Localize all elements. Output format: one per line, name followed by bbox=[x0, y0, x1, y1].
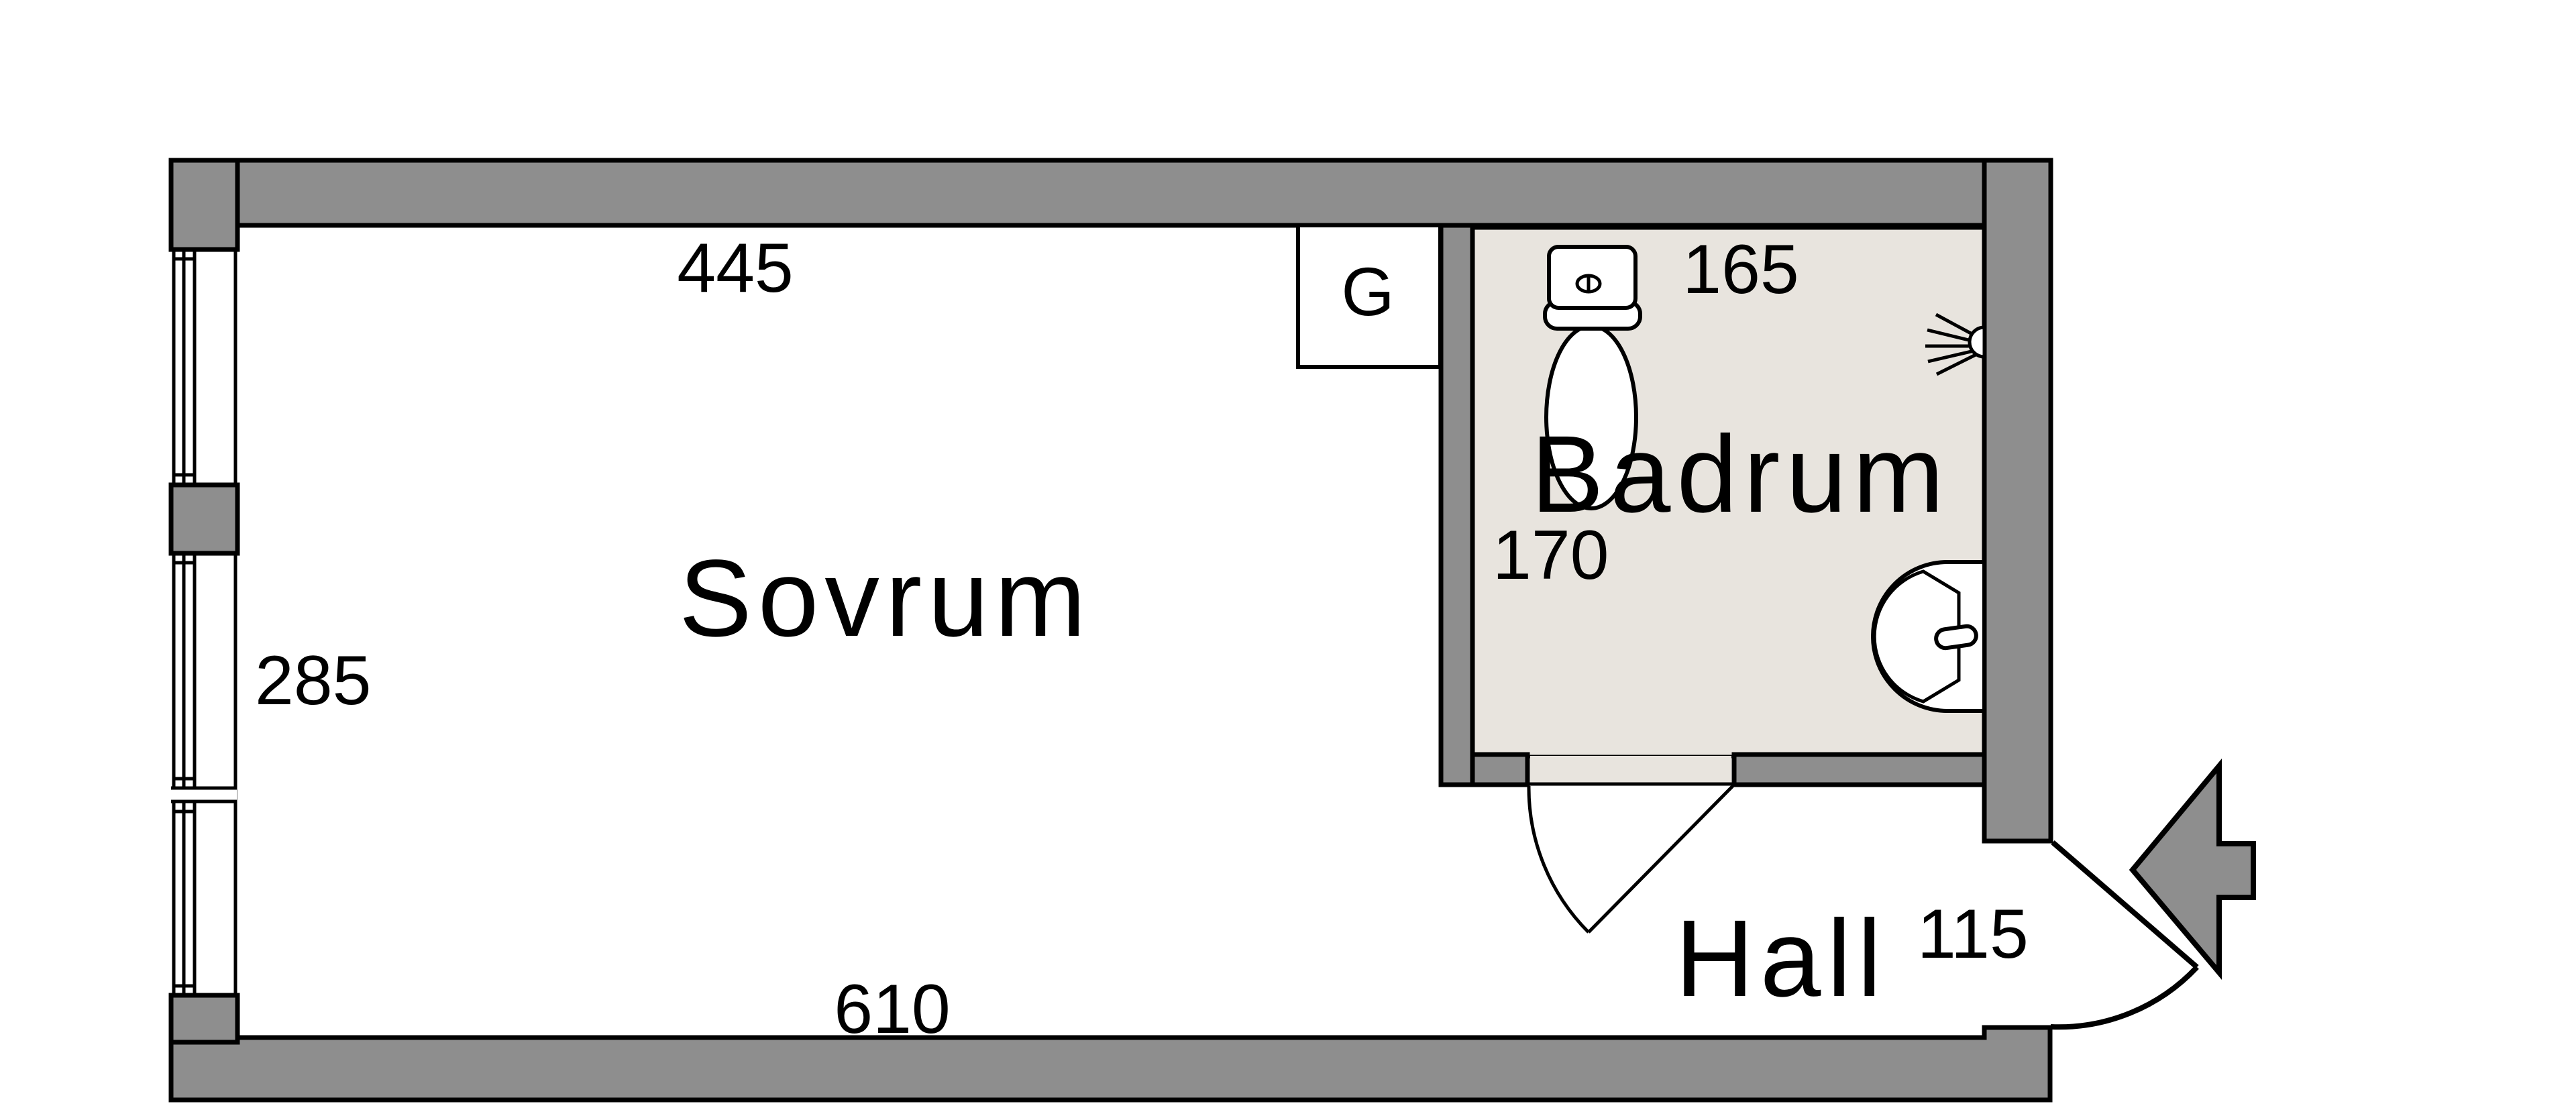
wall-left-bottom-block bbox=[168, 993, 240, 1045]
sink-tap bbox=[1934, 624, 1978, 651]
closet-g: G bbox=[1296, 223, 1442, 369]
shower-spray-icon bbox=[1925, 313, 1986, 376]
badrum-door-threshold bbox=[1530, 756, 1731, 783]
wall-bottom bbox=[168, 1025, 2053, 1103]
walls bbox=[168, 158, 2053, 1103]
entry-door-arc bbox=[2050, 965, 2199, 1030]
hall-label: Hall bbox=[1675, 897, 1888, 1019]
entrance-arrow-icon bbox=[2129, 758, 2256, 980]
shower-ray bbox=[1927, 348, 1978, 364]
dim-285: 285 bbox=[255, 642, 372, 720]
dim-610: 610 bbox=[834, 970, 951, 1048]
dim-170: 170 bbox=[1493, 516, 1609, 594]
dim-115: 115 bbox=[1917, 895, 2029, 973]
shower-ray bbox=[1935, 351, 1980, 376]
wall-badrum-bottom-right bbox=[1731, 752, 1987, 787]
badrum-door bbox=[1527, 785, 1734, 934]
shower-head bbox=[1968, 325, 1986, 359]
wall-left-top-block bbox=[168, 158, 240, 252]
dim-445: 445 bbox=[677, 229, 794, 307]
sink-icon bbox=[1871, 560, 1986, 713]
wall-top bbox=[168, 158, 2053, 228]
wall-left-window-pier-overlay bbox=[168, 482, 240, 556]
labels: Sovrum Badrum Hall 445 285 610 165 170 1… bbox=[255, 229, 2029, 1048]
badrum-door-leaf bbox=[1587, 785, 1734, 934]
window-mullion bbox=[172, 789, 237, 801]
wall-right bbox=[1982, 158, 2053, 844]
wall-badrum-left bbox=[1438, 223, 1475, 787]
badrum-door-arc bbox=[1527, 785, 1590, 934]
closet-label: G bbox=[1341, 254, 1394, 330]
toilet-icon bbox=[1543, 245, 1642, 510]
badrum-label: Badrum bbox=[1531, 412, 1950, 535]
sovrum-label: Sovrum bbox=[679, 537, 1092, 659]
sink-basin bbox=[1872, 569, 1961, 704]
entry-door bbox=[2050, 840, 2199, 1030]
dim-165: 165 bbox=[1682, 231, 1799, 309]
closet-box bbox=[1296, 223, 1442, 369]
window-symbols bbox=[168, 249, 240, 995]
entry-door-leaf bbox=[2051, 840, 2199, 970]
wall-badrum-bottom-left bbox=[1470, 752, 1530, 787]
